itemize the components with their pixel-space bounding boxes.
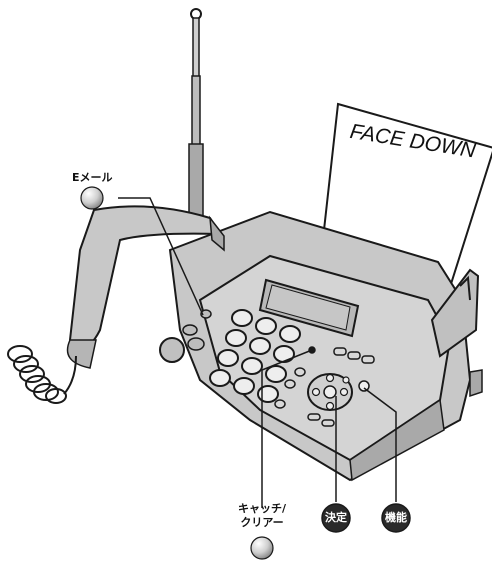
catch-clear-callout-label-line2: クリアー — [234, 516, 290, 529]
catch-clear-button-icon — [251, 537, 273, 559]
antenna — [189, 9, 203, 224]
coiled-cord — [8, 346, 76, 403]
email-button-icon — [81, 187, 103, 209]
decide-callout-label: 決定 — [322, 511, 350, 524]
catch-clear-callout-label-line1: キャッチ/ — [234, 502, 290, 515]
function-callout-label: 機能 — [382, 511, 410, 524]
email-callout-label: Eメール — [72, 171, 113, 184]
